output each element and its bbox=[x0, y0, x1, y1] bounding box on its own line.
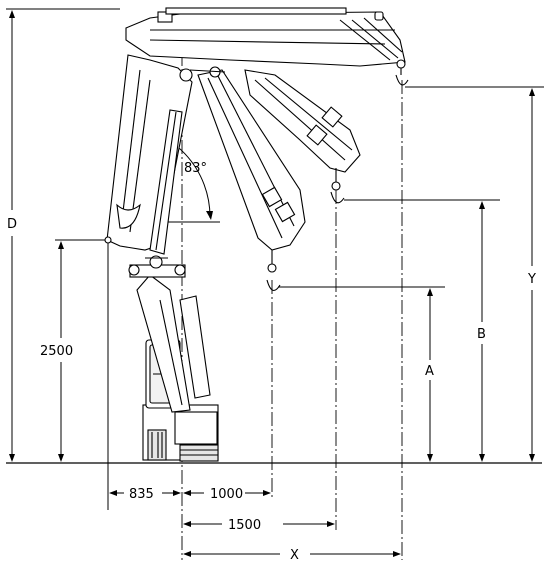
outer-boom-mid bbox=[244, 69, 361, 204]
dimension-y bbox=[405, 86, 544, 462]
label-1500: 1500 bbox=[228, 518, 261, 533]
dimension-835-1000 bbox=[109, 490, 271, 496]
outer-boom-low bbox=[197, 69, 306, 291]
outer-boom-horizontal bbox=[125, 7, 409, 86]
inner-boom bbox=[104, 54, 193, 255]
label-1000: 1000 bbox=[210, 487, 243, 502]
dimension-a bbox=[278, 286, 445, 462]
dimension-b bbox=[344, 199, 500, 462]
label-x: X bbox=[290, 548, 299, 563]
label-b: B bbox=[477, 327, 486, 342]
label-835: 835 bbox=[129, 487, 154, 502]
dimension-d bbox=[6, 8, 120, 462]
label-2500: 2500 bbox=[40, 344, 73, 359]
label-angle: 83° bbox=[184, 161, 207, 176]
dimension-x bbox=[183, 551, 401, 557]
boom-link bbox=[189, 69, 226, 73]
crane-base bbox=[128, 255, 219, 462]
dimension-2500 bbox=[55, 239, 108, 462]
dimension-1500 bbox=[183, 521, 335, 527]
label-a: A bbox=[425, 364, 434, 379]
label-d: D bbox=[7, 217, 17, 232]
label-y: Y bbox=[527, 272, 536, 287]
